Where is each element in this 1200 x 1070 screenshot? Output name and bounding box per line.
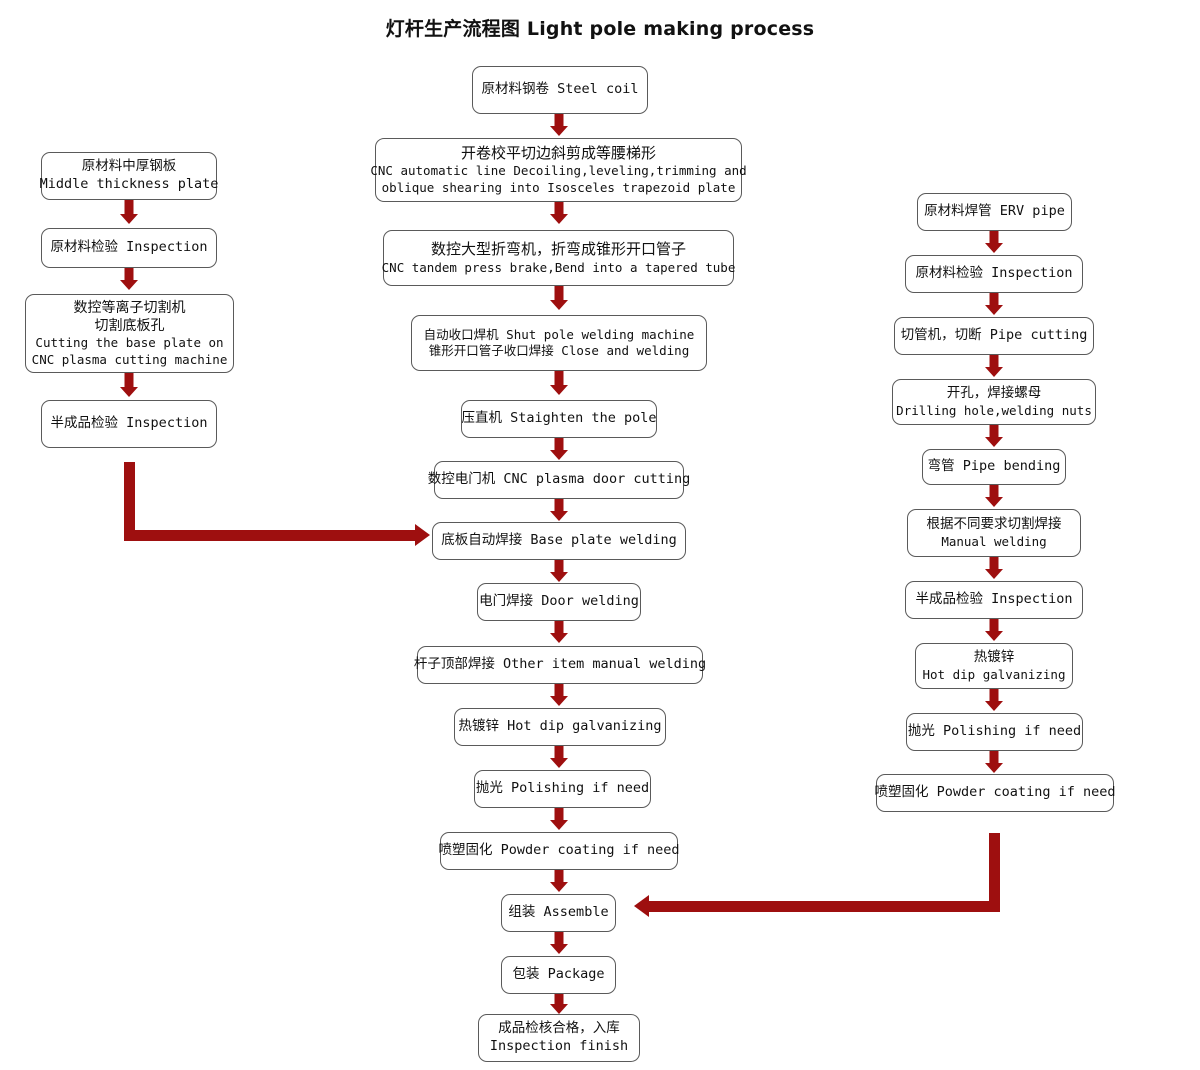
node-erv-pipe[interactable]: 原材料焊管 ERV pipe — [917, 193, 1072, 231]
node-pipe-cutting[interactable]: 切管机，切断 Pipe cutting — [894, 317, 1094, 355]
node-press-brake[interactable]: 数控大型折弯机，折弯成锥形开口管子 CNC tandem press brake… — [381, 230, 736, 286]
node-right-powder-coating[interactable]: 喷塑固化 Powder coating if need — [874, 774, 1116, 812]
node-line: 数控等离子切割机 — [73, 299, 186, 316]
node-manual-welding[interactable]: 根据不同要求切割焊接 Manual welding — [907, 509, 1081, 557]
node-line: Manual welding — [941, 533, 1047, 549]
node-straighten-pole[interactable]: 压直机 Staighten the pole — [461, 400, 657, 438]
connector-left-vertical — [124, 462, 135, 541]
node-line: 成品检核合格，入库 — [498, 1020, 620, 1037]
node-inspection-finish[interactable]: 成品检核合格，入库 Inspection finish — [478, 1014, 640, 1062]
node-line: 自动收口焊机 Shut pole welding machine — [423, 326, 695, 342]
node-line: 底板自动焊接 Base plate welding — [441, 532, 677, 549]
node-line: 半成品检验 Inspection — [915, 591, 1073, 608]
node-line: 锥形开口管子收口焊接 Close and welding — [428, 343, 690, 358]
node-door-welding[interactable]: 电门焊接 Door welding — [477, 583, 641, 621]
page-title: 灯杆生产流程图 Light pole making process — [385, 18, 815, 40]
node-line: 原材料检验 Inspection — [915, 265, 1073, 282]
node-line: Hot dip galvanizing — [922, 666, 1066, 682]
node-right-semi-inspection[interactable]: 半成品检验 Inspection — [905, 581, 1083, 619]
node-line: 热镀锌 — [973, 648, 1015, 665]
node-line: 半成品检验 Inspection — [50, 415, 208, 432]
node-right-raw-inspection[interactable]: 原材料检验 Inspection — [905, 255, 1083, 293]
node-line: 压直机 Staighten the pole — [461, 410, 657, 427]
node-powder-coating[interactable]: 喷塑固化 Powder coating if need — [438, 832, 680, 870]
node-line: 包装 Package — [512, 966, 605, 983]
node-cnc-plasma-cutting[interactable]: 数控等离子切割机 切割底板孔 Cutting the base plate on… — [25, 294, 234, 373]
connector-right-arrowhead-icon — [634, 895, 649, 917]
node-line: 原材料钢卷 Steel coil — [481, 81, 639, 98]
node-line: 电门焊接 Door welding — [479, 593, 639, 610]
node-line: CNC plasma cutting machine — [31, 351, 228, 367]
node-pipe-bending[interactable]: 弯管 Pipe bending — [922, 449, 1066, 485]
node-steel-coil[interactable]: 原材料钢卷 Steel coil — [472, 66, 648, 114]
node-other-item-welding[interactable]: 杆子顶部焊接 Other item manual welding — [413, 646, 707, 684]
connector-right-vertical — [989, 833, 1000, 912]
node-line: Cutting the base plate on — [35, 335, 224, 351]
node-left-semi-inspection[interactable]: 半成品检验 Inspection — [41, 400, 217, 448]
node-base-plate-welding[interactable]: 底板自动焊接 Base plate welding — [432, 522, 686, 560]
node-line: 数控大型折弯机，折弯成锥形开口管子 — [430, 239, 686, 258]
node-door-cutting[interactable]: 数控电门机 CNC plasma door cutting — [428, 461, 690, 499]
connector-left-arrowhead-icon — [415, 524, 430, 546]
node-decoiling-line[interactable]: 开卷校平切边斜剪成等腰梯形 CNC automatic line Decoili… — [370, 138, 747, 202]
node-right-polishing[interactable]: 抛光 Polishing if need — [906, 713, 1083, 751]
node-line: 切割底板孔 — [94, 318, 165, 334]
node-line: CNC tandem press brake,Bend into a taper… — [381, 259, 736, 275]
node-line: 原材料检验 Inspection — [50, 239, 208, 256]
node-shut-pole-welding[interactable]: 自动收口焊机 Shut pole welding machine 锥形开口管子收… — [411, 315, 707, 371]
node-line: 弯管 Pipe bending — [927, 458, 1061, 475]
node-line: Inspection finish — [489, 1038, 629, 1054]
node-line: 原材料焊管 ERV pipe — [924, 203, 1065, 220]
node-line: Drilling hole,welding nuts — [896, 402, 1092, 418]
node-line: 热镀锌 Hot dip galvanizing — [458, 718, 662, 735]
node-line: 喷塑固化 Powder coating if need — [438, 842, 680, 859]
node-line: CNC automatic line Decoiling,leveling,tr… — [370, 163, 747, 179]
node-line: 原材料中厚钢板 — [81, 158, 177, 175]
node-line: 抛光 Polishing if need — [907, 723, 1082, 740]
node-left-raw-inspection[interactable]: 原材料检验 Inspection — [41, 228, 217, 268]
node-line: 数控电门机 CNC plasma door cutting — [427, 471, 691, 488]
node-line: 开卷校平切边斜剪成等腰梯形 — [460, 143, 656, 162]
node-hot-dip-galvanizing[interactable]: 热镀锌 Hot dip galvanizing — [454, 708, 666, 746]
node-right-hot-dip-galvanizing[interactable]: 热镀锌 Hot dip galvanizing — [915, 643, 1073, 689]
node-line: 根据不同要求切割焊接 — [926, 515, 1062, 532]
connector-left-horizontal — [124, 530, 415, 541]
node-line: 抛光 Polishing if need — [475, 780, 650, 797]
node-polishing[interactable]: 抛光 Polishing if need — [474, 770, 651, 808]
node-line: 开孔，焊接螺母 — [946, 384, 1042, 401]
node-line: 组装 Assemble — [508, 904, 609, 921]
node-line: 喷塑固化 Powder coating if need — [874, 784, 1116, 801]
node-assemble[interactable]: 组装 Assemble — [501, 894, 616, 932]
node-line: oblique shearing into Isosceles trapezoi… — [381, 179, 736, 195]
node-middle-thickness-plate[interactable]: 原材料中厚钢板 Middle thickness plate — [39, 152, 219, 200]
node-line: Middle thickness plate — [39, 176, 219, 192]
node-drilling-welding-nuts[interactable]: 开孔，焊接螺母 Drilling hole,welding nuts — [892, 379, 1096, 425]
node-line: 杆子顶部焊接 Other item manual welding — [413, 656, 707, 673]
node-line: 切管机，切断 Pipe cutting — [900, 327, 1088, 344]
connector-right-horizontal — [649, 901, 1000, 912]
node-package[interactable]: 包装 Package — [501, 956, 616, 994]
